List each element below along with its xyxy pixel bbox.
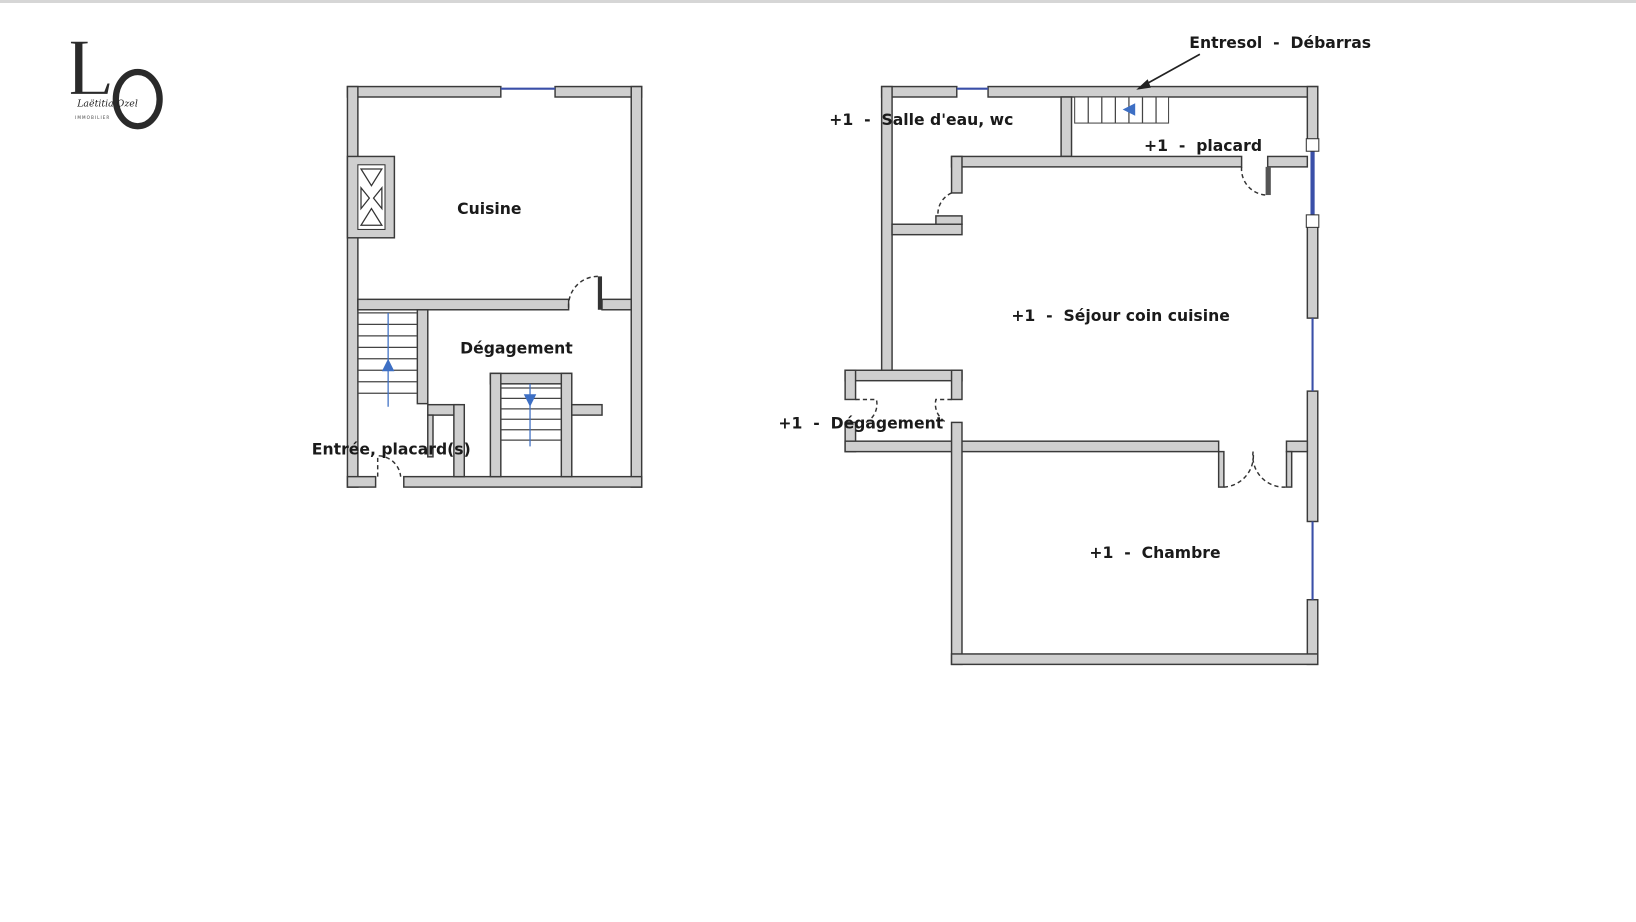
hall-doors xyxy=(855,398,952,424)
room-label-cuisine: Cuisine xyxy=(457,199,521,218)
entry-door xyxy=(376,455,402,477)
logo-letter-o xyxy=(112,68,163,130)
kitchen-door xyxy=(567,275,598,308)
room-label-degagement-1: +1 - Dégagement xyxy=(778,414,943,433)
room-label-chambre: +1 - Chambre xyxy=(1089,543,1220,562)
bedroom-double-door xyxy=(1223,451,1287,488)
staircase-down xyxy=(500,383,562,447)
room-label-placard: +1 - placard xyxy=(1144,136,1262,155)
room-label-salle-deau: +1 - Salle d'eau, wc xyxy=(829,110,1013,129)
logo-name: Laëtitia Ozel xyxy=(76,98,138,109)
callout-arrow xyxy=(1143,53,1201,87)
mezzanine-stairs xyxy=(1074,96,1170,124)
ground-floor-plan: Cuisine Dégagement Entrée, placard(s) xyxy=(312,85,643,488)
logo-letter-l xyxy=(70,41,110,94)
logo: Laëtitia Ozel IMMOBILIER xyxy=(70,41,163,130)
room-label-degagement: Dégagement xyxy=(460,339,573,358)
placard-door xyxy=(1240,166,1266,196)
staircase-up xyxy=(357,312,418,407)
arrow-left-icon xyxy=(1122,103,1136,116)
room-label-entree: Entrée, placard(s) xyxy=(312,440,471,459)
first-floor-plan: Entresol - Débarras +1 - Salle d'eau, wc… xyxy=(778,33,1371,666)
callout-entresol: Entresol - Débarras xyxy=(1189,33,1371,52)
top-border xyxy=(0,0,1636,3)
room-label-sejour: +1 - Séjour coin cuisine xyxy=(1011,306,1229,325)
arrow-down-icon xyxy=(523,394,537,407)
arrow-up-icon xyxy=(381,358,395,372)
logo-tagline: IMMOBILIER xyxy=(75,115,110,120)
bathroom-door xyxy=(937,192,952,216)
